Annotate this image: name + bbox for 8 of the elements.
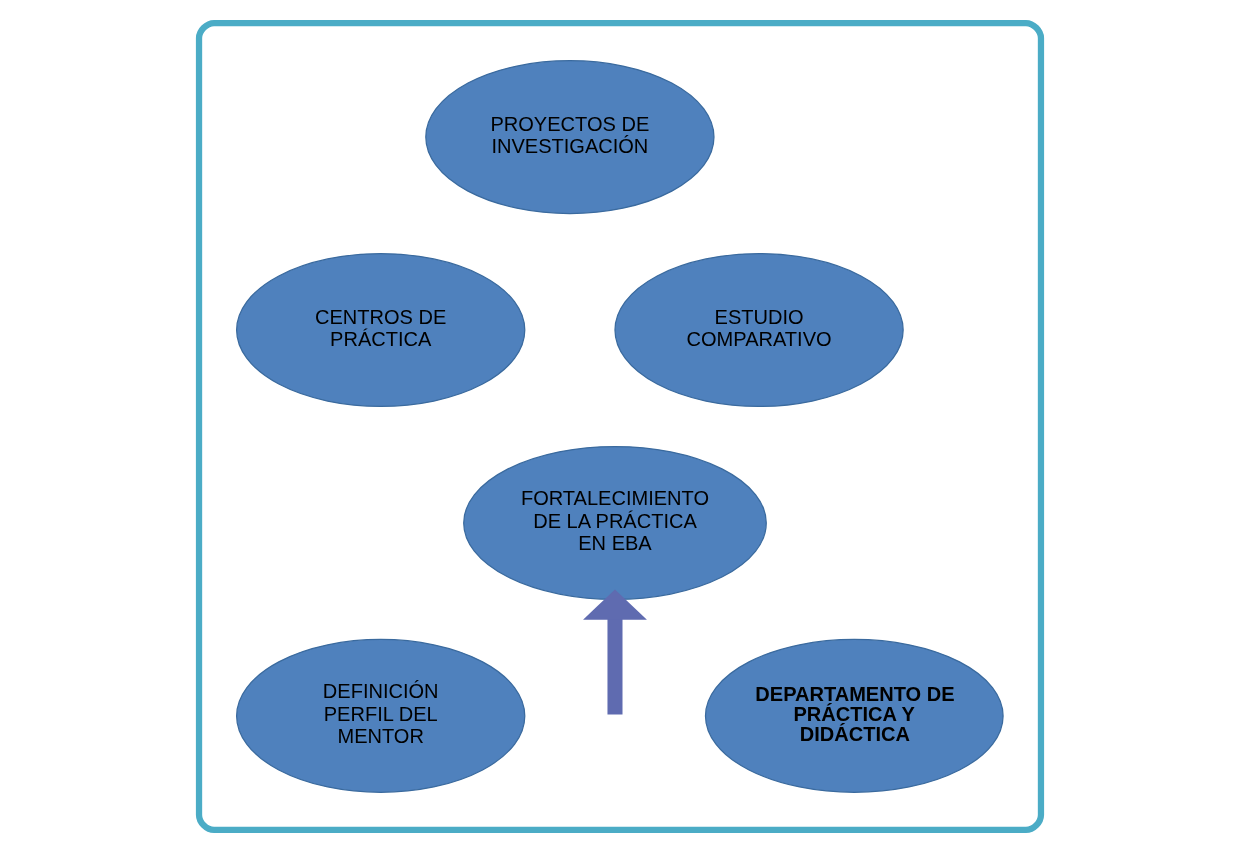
arrow: [582, 589, 647, 715]
node-ellipse: DEPARTAMENTO DE PRÁCTICA Y DIDÁCTICA: [704, 638, 1004, 793]
node-ellipse: ESTUDIO COMPARATIVO: [613, 252, 904, 408]
node-ellipse: FORTALECIMIENTO DE LA PRÁCTICA EN EBA: [462, 445, 767, 601]
node-ellipse: PROYECTOS DE INVESTIGACIÓN: [424, 60, 715, 215]
node-ellipse: DEFINICIÓN PERFIL DEL MENTOR: [235, 638, 525, 793]
cluster: [195, 19, 1044, 834]
node-ellipse: CENTROS DE PRÁCTICA: [235, 252, 525, 408]
